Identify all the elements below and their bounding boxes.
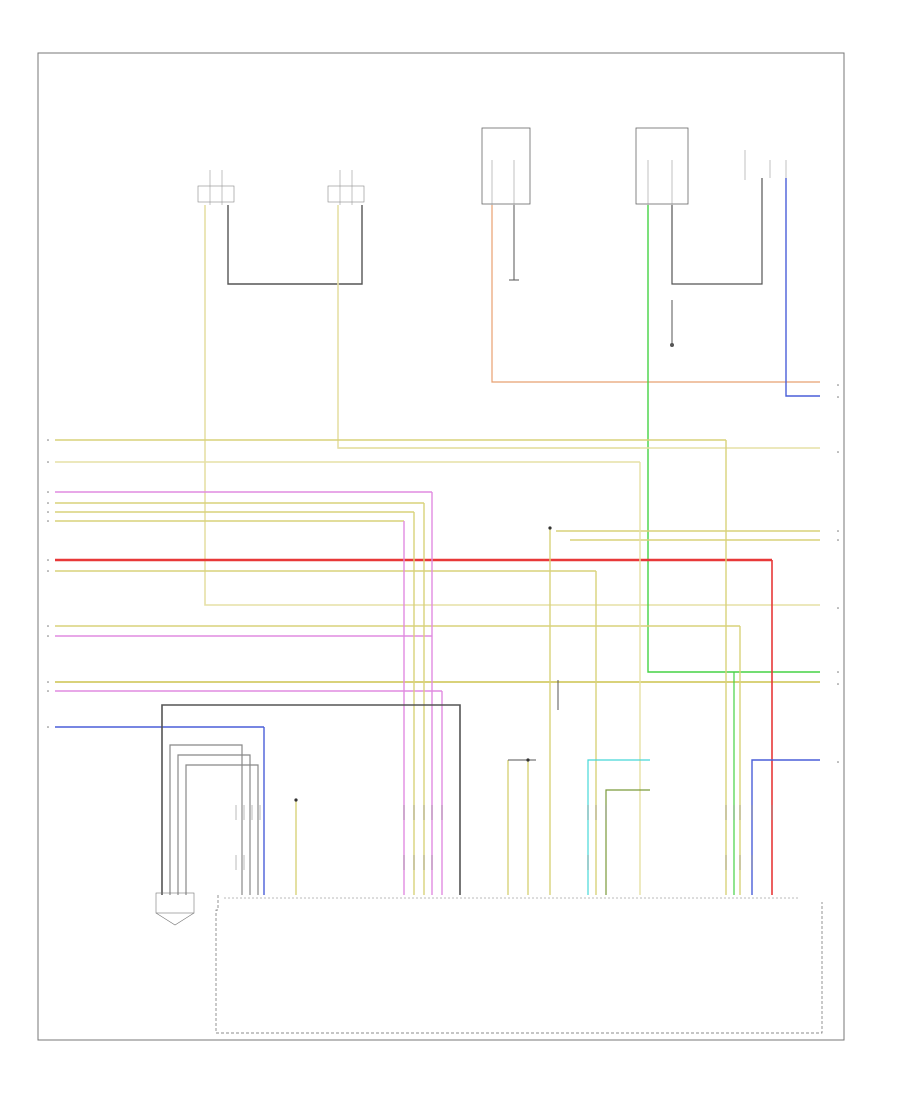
wire-pale-yellow-1	[204, 205, 820, 606]
sensor-2	[327, 170, 365, 205]
sensor-1	[197, 170, 235, 205]
wire-blue-top	[785, 178, 820, 397]
wire-gray-shield-top	[227, 205, 363, 285]
ground-symbol-2	[670, 300, 674, 347]
left-edge-ticks	[47, 439, 49, 728]
sensor-4	[635, 127, 689, 205]
fuse-block	[744, 150, 787, 180]
diagram-frame	[37, 52, 845, 1041]
wire-gray-shield-inner-3	[185, 764, 259, 895]
wire-gray-top-right	[671, 178, 763, 285]
left-connector	[155, 892, 195, 926]
module-boundary	[215, 895, 823, 1034]
splice-dot-3	[294, 798, 298, 802]
wire-gray-shield-bottom	[161, 704, 461, 895]
splice-dot-2	[526, 758, 530, 762]
wire-orange	[491, 205, 820, 383]
right-edge-ticks	[837, 384, 839, 763]
wire-blue-right	[751, 759, 820, 895]
sensor-3	[481, 127, 531, 205]
wire-cyan	[587, 759, 650, 895]
splice-dot-1	[548, 526, 552, 530]
wire-gray-shield-inner-2	[177, 754, 251, 895]
wire-pale-yellow-2	[337, 205, 640, 449]
ground-symbol-1	[509, 205, 519, 281]
module-pin-row	[235, 805, 773, 870]
wire-gray-shield-inner-1	[169, 744, 243, 895]
wire-olive	[605, 789, 650, 895]
wire-green	[647, 205, 820, 673]
